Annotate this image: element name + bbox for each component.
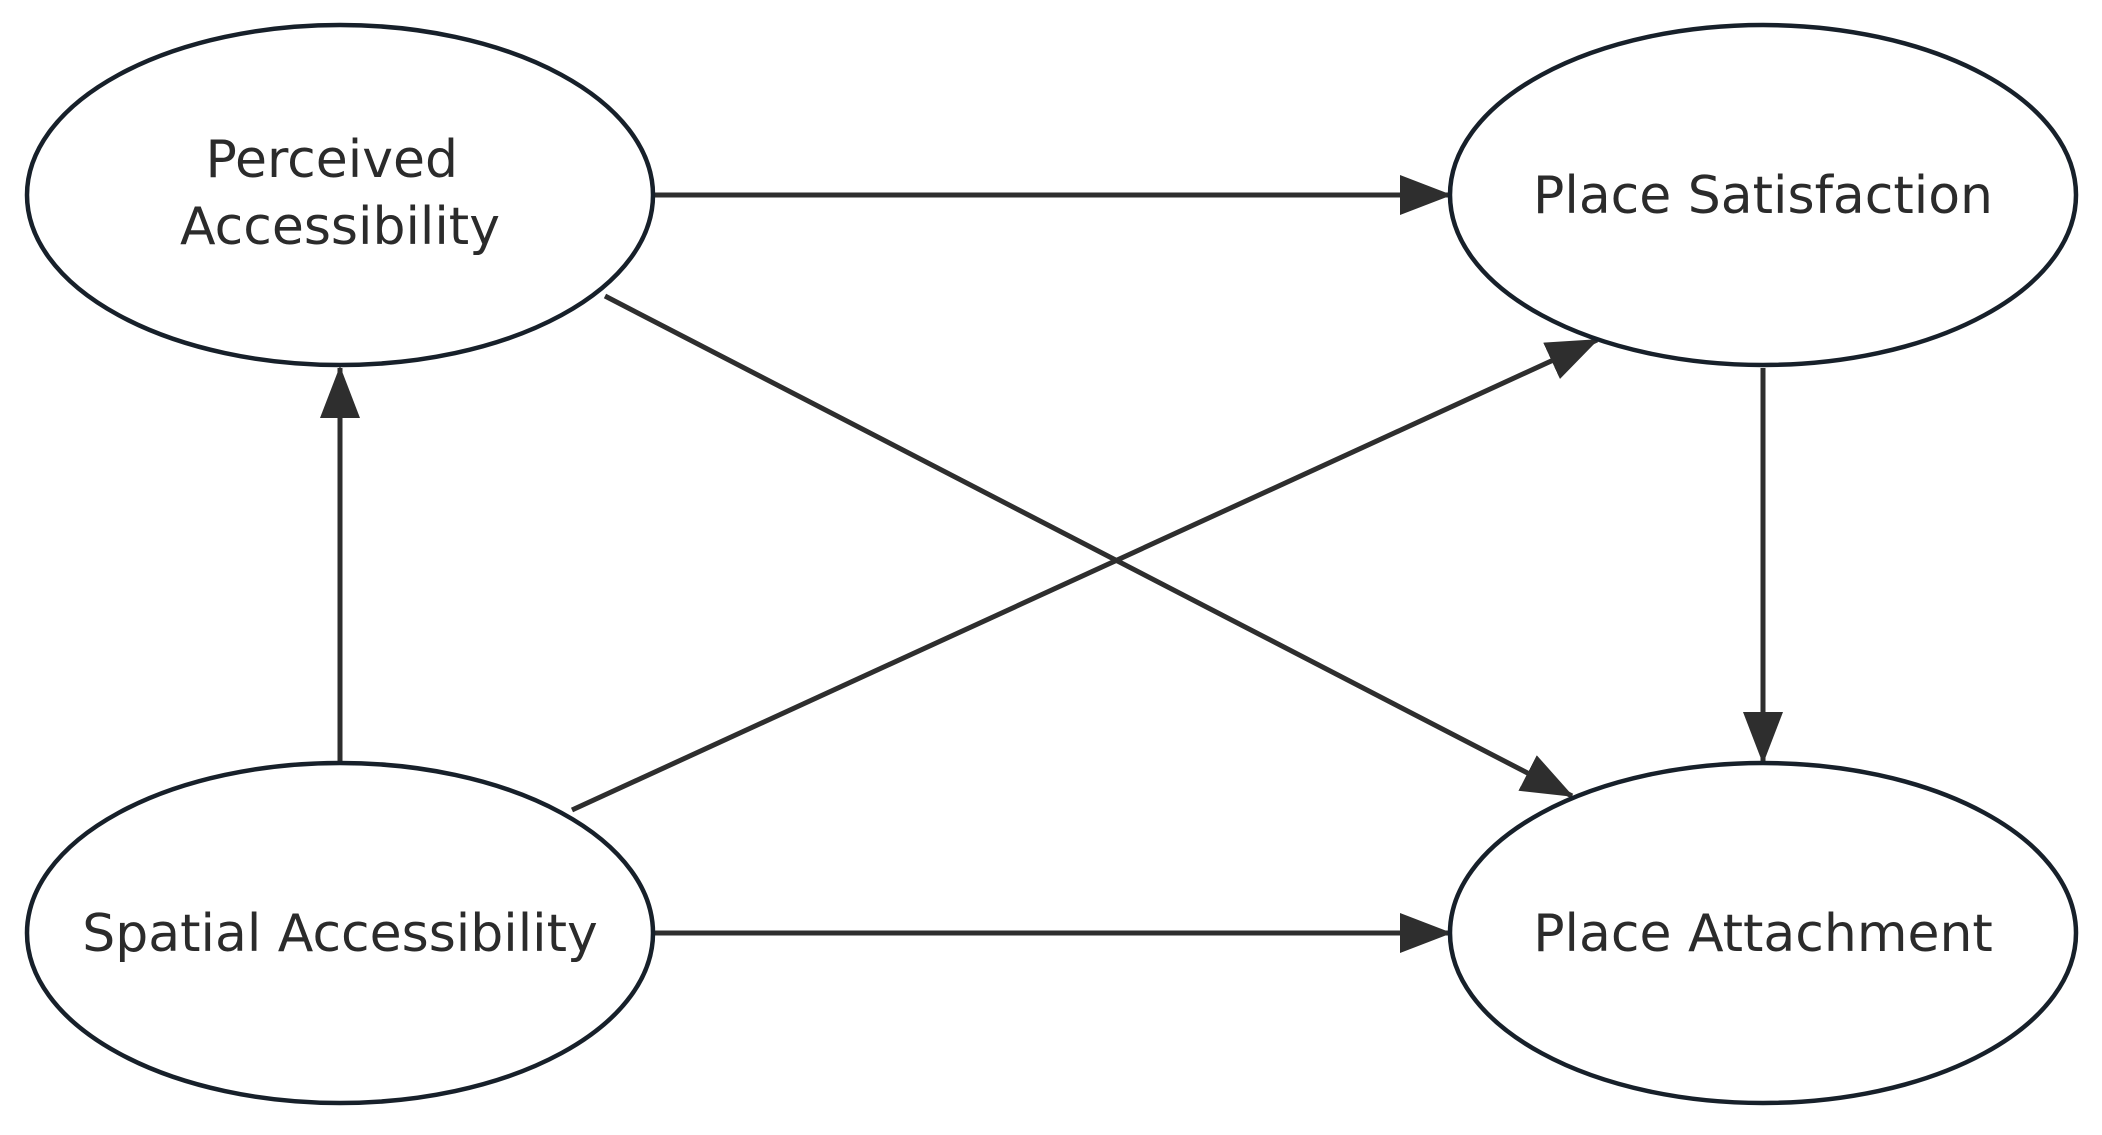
node-label: Place Satisfaction [1533,166,1993,226]
node-place-satisfaction: Place Satisfaction [1447,22,2079,368]
edge-spatial-to-satisfaction [570,337,1599,813]
node-label-line: Perceived [205,130,458,190]
node-perceived-accessibility: Perceived Accessibility [24,22,656,368]
edge-perceived-to-attachment [603,293,1574,799]
node-label: Place Attachment [1533,904,1993,964]
node-ellipse [1447,22,2079,368]
node-label-line: Accessibility [180,197,500,257]
node-ellipse [24,760,656,1106]
node-ellipse [1447,760,2079,1106]
node-label: Spatial Accessibility [82,904,598,964]
node-place-attachment: Place Attachment [1447,760,2079,1106]
node-label: Perceived Accessibility [180,130,500,257]
node-ellipse [24,22,656,368]
node-spatial-accessibility: Spatial Accessibility [24,760,656,1106]
edges-group [320,175,1783,953]
